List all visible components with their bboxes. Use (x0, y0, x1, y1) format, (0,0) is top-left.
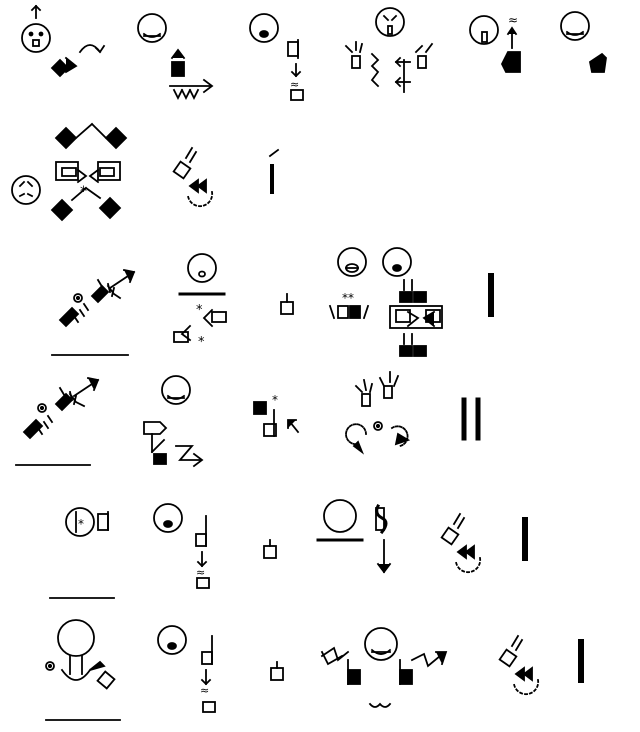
sign-2-2 (172, 146, 214, 208)
sign-6-5 (498, 634, 540, 696)
svg-text:≈: ≈ (290, 78, 299, 91)
head-icon (560, 11, 590, 41)
sign-3-2: * * (173, 253, 227, 350)
sign-3-3 (280, 293, 294, 315)
sign-1-6 (560, 11, 607, 73)
sign-5-5 (440, 512, 482, 574)
sign-6-2: ≈ (157, 625, 216, 713)
head-icon (323, 499, 357, 533)
svg-text:≈: ≈ (200, 684, 209, 697)
sign-1-1 (21, 4, 106, 78)
svg-text:≈: ≈ (508, 13, 518, 27)
sign-3-4: ** (328, 247, 443, 357)
sign-1-5: ≈ (469, 13, 521, 73)
head-icon (21, 23, 51, 53)
sign-5-3 (263, 539, 277, 559)
sign-4-3: * (253, 393, 300, 437)
svg-text:*: * (80, 184, 87, 200)
head-icon (375, 7, 405, 37)
svg-text:*: * (272, 393, 278, 407)
sign-1-4 (344, 7, 434, 93)
sign-3-1 (51, 268, 136, 356)
sign-2-3 (268, 148, 280, 194)
hand-icon (171, 61, 185, 77)
head-icon (382, 247, 412, 277)
head-icon (57, 619, 95, 657)
head-icon (153, 503, 183, 533)
head-icon (187, 253, 217, 283)
sign-1-2 (137, 13, 214, 101)
head-icon (157, 625, 187, 655)
hand-icon (588, 52, 607, 73)
sign-4-2 (143, 375, 204, 468)
sign-5-1: * (49, 507, 115, 599)
sign-4-4 (345, 371, 411, 455)
sign-4-1 (15, 376, 100, 466)
svg-text:*: * (198, 335, 205, 350)
sign-5-4 (316, 499, 392, 574)
sign-6-3 (270, 661, 284, 681)
head-icon (469, 15, 499, 45)
hand-icon (50, 58, 70, 78)
svg-text:**: ** (342, 291, 354, 305)
sign-5-2: ≈ (153, 503, 210, 589)
head-icon (65, 507, 95, 537)
svg-text:*: * (78, 517, 84, 531)
head-icon (161, 375, 191, 405)
head-icon (337, 247, 367, 277)
head-icon (249, 13, 279, 43)
svg-text:*: * (196, 303, 203, 318)
head-icon (11, 175, 41, 205)
sign-2-1: * (11, 122, 128, 222)
sign-4-5 (461, 397, 481, 441)
head-icon (137, 13, 167, 43)
sign-6-4 (320, 627, 448, 708)
sign-6-1 (45, 619, 121, 721)
head-icon (364, 627, 398, 661)
sign-1-3: ≈ (249, 13, 304, 101)
hand-icon (500, 51, 521, 73)
svg-text:≈: ≈ (196, 566, 205, 579)
